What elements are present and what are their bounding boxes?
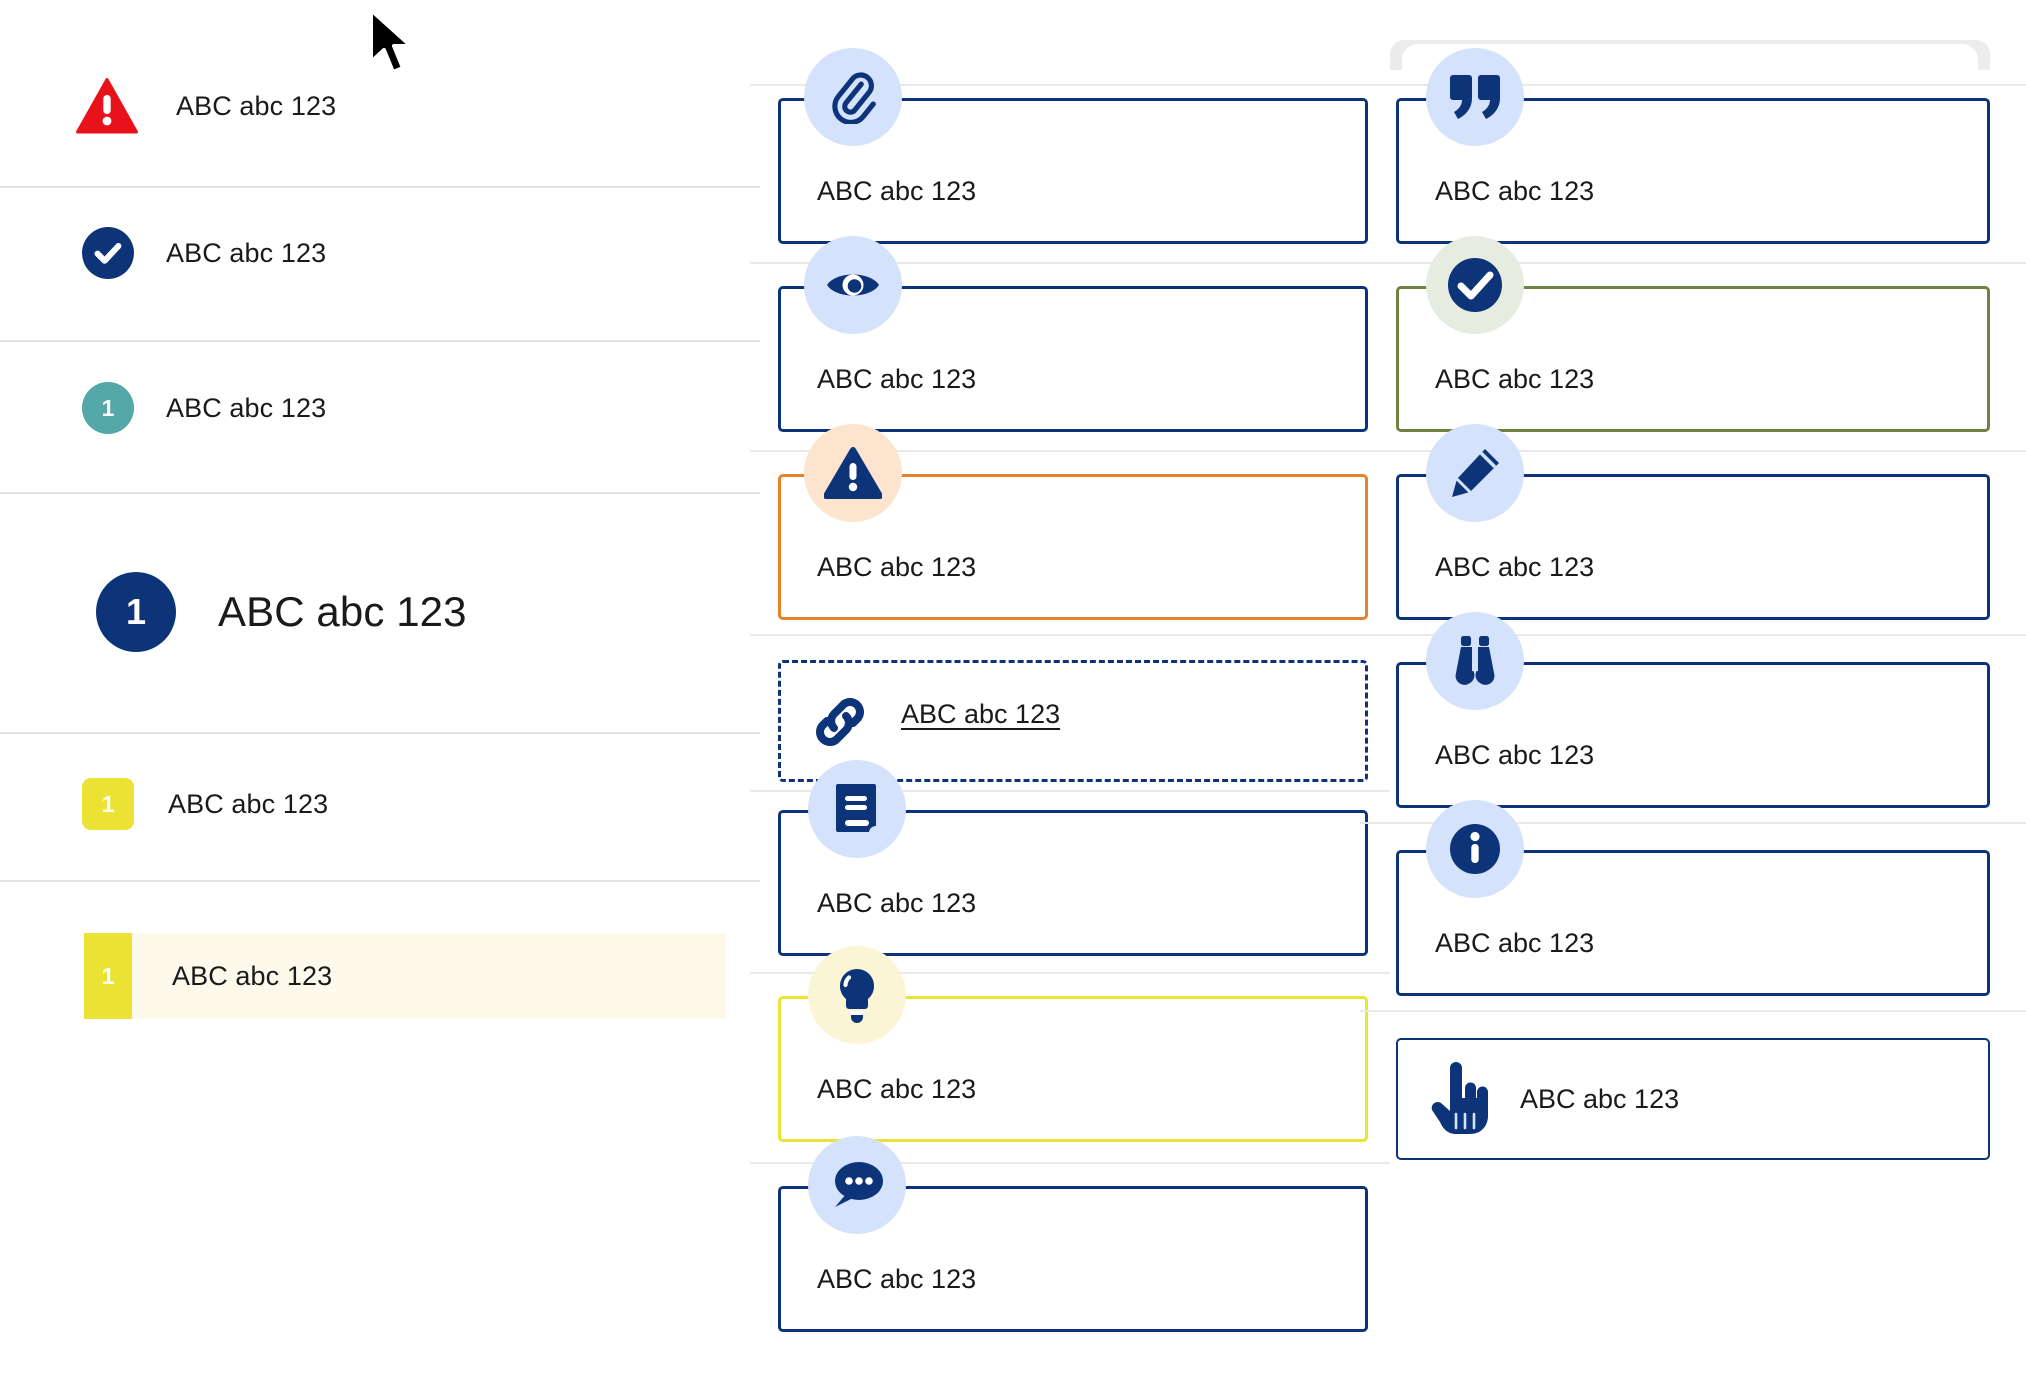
card-divider bbox=[750, 634, 1390, 636]
card-label: ABC abc 123 bbox=[817, 552, 977, 582]
check-circle-icon bbox=[1426, 236, 1524, 334]
card-divider bbox=[1360, 634, 2026, 636]
card-label: ABC abc 123 bbox=[1435, 176, 1595, 206]
card-label: ABC abc 123 bbox=[817, 888, 977, 918]
badge-number: 1 bbox=[125, 591, 147, 632]
card-label: ABC abc 123 bbox=[817, 1264, 977, 1294]
list-item-label: ABC abc 123 bbox=[166, 392, 327, 423]
card-divider bbox=[1360, 262, 2026, 264]
list-divider bbox=[0, 340, 760, 342]
card-label: ABC abc 123 bbox=[817, 176, 977, 206]
card-action[interactable]: ABC abc 123 bbox=[1396, 1038, 1990, 1160]
list-item-step-yellow[interactable]: 1 ABC abc 123 bbox=[82, 778, 328, 830]
binoculars-icon bbox=[1426, 612, 1524, 710]
card-divider bbox=[1360, 822, 2026, 824]
list-item-label: ABC abc 123 bbox=[166, 237, 327, 268]
list-item-alert-danger[interactable]: ABC abc 123 bbox=[76, 78, 336, 134]
card-link[interactable]: ABC abc 123 bbox=[778, 660, 1368, 782]
list-item-status-success[interactable]: ABC abc 123 bbox=[82, 227, 326, 279]
component-cards-middle: ABC abc 123 ABC abc 123 ABC abc 123 bbox=[750, 0, 1390, 1392]
number-badge-icon: 1 bbox=[82, 382, 134, 434]
card-label: ABC abc 123 bbox=[817, 1074, 977, 1104]
link-chain-icon bbox=[809, 691, 871, 753]
list-divider bbox=[0, 492, 760, 494]
component-cards-right: ABC abc 123 ABC abc 123 ABC abc 123 bbox=[1360, 0, 2026, 1392]
comment-dots-icon bbox=[808, 1136, 906, 1234]
list-item-label: ABC abc 123 bbox=[168, 788, 329, 819]
number-badge-icon: 1 bbox=[82, 778, 134, 830]
card-label: ABC abc 123 bbox=[1520, 1084, 1680, 1114]
card-reference[interactable]: ABC abc 123 bbox=[778, 810, 1368, 956]
card-divider bbox=[750, 1162, 1390, 1164]
list-divider bbox=[0, 186, 760, 188]
list-item-label: ABC abc 123 bbox=[172, 960, 333, 991]
warning-triangle-icon bbox=[804, 424, 902, 522]
list-item-step-teal[interactable]: 1 ABC abc 123 bbox=[82, 382, 326, 434]
warning-triangle-icon bbox=[76, 78, 138, 134]
card-divider bbox=[1360, 84, 2026, 86]
card-divider bbox=[750, 262, 1390, 264]
badge-number: 1 bbox=[101, 790, 115, 817]
pencil-icon bbox=[1426, 424, 1524, 522]
component-list-left: ABC abc 123 ABC abc 123 1 ABC abc 123 1 … bbox=[0, 0, 760, 1392]
info-circle-icon bbox=[1426, 800, 1524, 898]
card-tip[interactable]: ABC abc 123 bbox=[778, 996, 1368, 1142]
card-label: ABC abc 123 bbox=[1435, 740, 1595, 770]
hand-pointer-icon bbox=[1428, 1062, 1490, 1138]
card-link-label[interactable]: ABC abc 123 bbox=[901, 699, 1061, 729]
card-divider bbox=[750, 450, 1390, 452]
number-badge-icon: 1 bbox=[84, 933, 132, 1019]
card-label: ABC abc 123 bbox=[817, 364, 977, 394]
card-observe[interactable]: ABC abc 123 bbox=[1396, 662, 1990, 808]
book-icon bbox=[808, 760, 906, 858]
badge-number: 1 bbox=[101, 394, 115, 421]
quotation-mark-icon bbox=[1426, 48, 1524, 146]
card-preview[interactable]: ABC abc 123 bbox=[778, 286, 1368, 432]
eye-icon bbox=[804, 236, 902, 334]
card-divider bbox=[750, 790, 1390, 792]
list-divider bbox=[0, 880, 760, 882]
card-divider bbox=[1360, 450, 2026, 452]
card-label: ABC abc 123 bbox=[1435, 552, 1595, 582]
list-item-label: ABC abc 123 bbox=[218, 588, 467, 635]
mouse-pointer-icon bbox=[365, 8, 421, 85]
number-badge-icon: 1 bbox=[96, 572, 176, 652]
card-divider bbox=[1360, 1010, 2026, 1012]
badge-number: 1 bbox=[101, 962, 115, 989]
check-circle-icon bbox=[82, 227, 134, 279]
list-divider bbox=[0, 732, 760, 734]
list-item-label: ABC abc 123 bbox=[176, 90, 337, 121]
paperclip-icon bbox=[804, 48, 902, 146]
card-label: ABC abc 123 bbox=[1435, 928, 1595, 958]
card-warning[interactable]: ABC abc 123 bbox=[778, 474, 1368, 620]
card-label: ABC abc 123 bbox=[1435, 364, 1595, 394]
lightbulb-icon bbox=[808, 946, 906, 1044]
list-item-step-selected[interactable]: 1 ABC abc 123 bbox=[84, 933, 726, 1019]
card-divider bbox=[750, 972, 1390, 974]
list-item-step-primary[interactable]: 1 ABC abc 123 bbox=[96, 572, 467, 652]
card-divider bbox=[750, 84, 1390, 86]
